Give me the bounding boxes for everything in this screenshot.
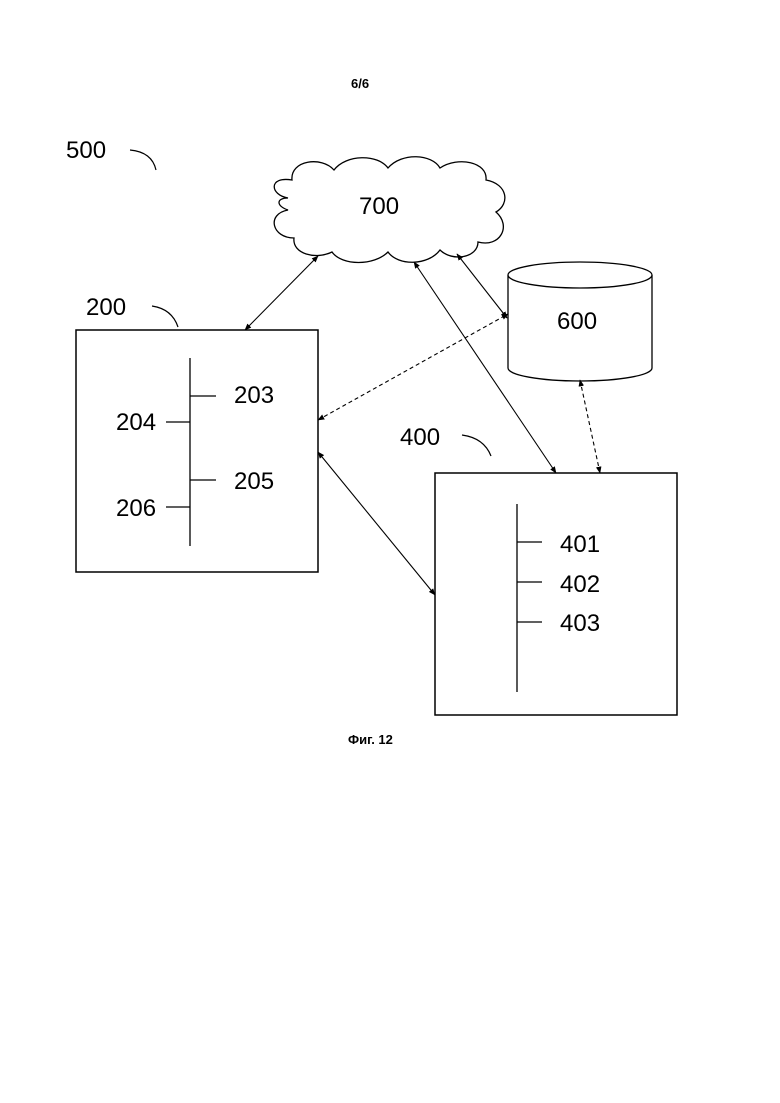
- leader-400: [462, 435, 491, 456]
- figure-caption: Фиг. 12: [348, 733, 393, 746]
- device-400-box: [435, 473, 677, 715]
- link-200-400: [318, 452, 435, 595]
- link-700-600: [457, 254, 507, 318]
- device-b-ref-400: 400: [400, 426, 440, 450]
- device-a-item-203: 203: [234, 384, 274, 408]
- link-200-700: [245, 256, 318, 330]
- device-a-item-206: 206: [116, 497, 156, 521]
- cloud-ref-700: 700: [359, 195, 399, 219]
- link-600-400-dashed: [580, 380, 600, 473]
- database-ref-600: 600: [557, 310, 597, 334]
- device-200-box: [76, 330, 318, 572]
- device-b-item-403: 403: [560, 612, 600, 636]
- device-b-item-401: 401: [560, 533, 600, 557]
- device-b-item-402: 402: [560, 573, 600, 597]
- device-a-ref-200: 200: [86, 296, 126, 320]
- device-a-item-205: 205: [234, 470, 274, 494]
- system-ref-500: 500: [66, 139, 106, 163]
- device-a-item-204: 204: [116, 411, 156, 435]
- page-number: 6/6: [351, 77, 369, 90]
- leader-500: [130, 150, 156, 170]
- leader-200: [152, 306, 178, 327]
- link-200-600-dashed: [318, 314, 508, 420]
